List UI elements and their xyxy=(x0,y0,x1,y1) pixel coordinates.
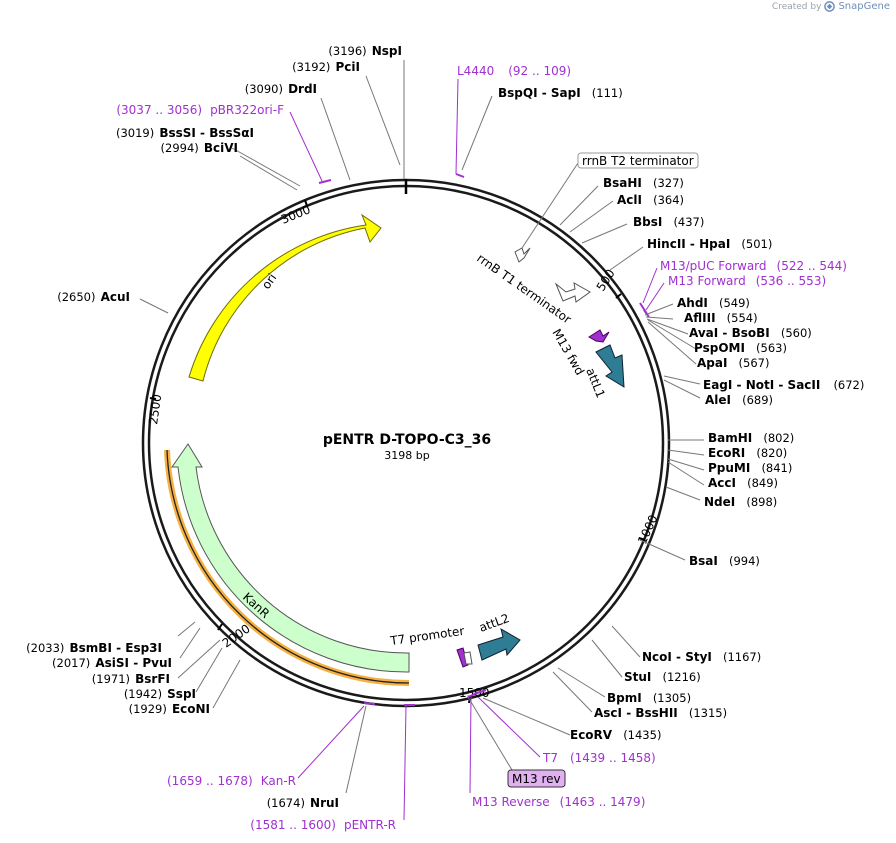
t7-promoter-terminus xyxy=(463,651,473,665)
m13fwd-mark xyxy=(643,309,650,318)
rrnb-t2-feature[interactable] xyxy=(514,247,531,263)
primer-kanr[interactable]: (1659 .. 1678)Kan-R xyxy=(167,774,296,788)
attl2-feature[interactable] xyxy=(477,627,521,661)
m13-rev-leader xyxy=(467,696,516,776)
site-econi[interactable]: (1929) EcoNI xyxy=(129,698,210,717)
site-apai[interactable]: ApaI (567) xyxy=(697,352,769,371)
site-bsssi[interactable]: (3019) BssSI - BssSαI xyxy=(116,122,254,141)
site-bsahi[interactable]: BsaHI (327) xyxy=(603,172,684,191)
attl2-label: attL2 xyxy=(477,611,511,635)
m13-fwd-feature[interactable] xyxy=(588,329,610,343)
m13rev-mark xyxy=(467,693,476,698)
site-bpmi[interactable]: BpmI (1305) xyxy=(607,687,691,706)
watermark-app: SnapGene xyxy=(838,1,890,12)
site-hincii[interactable]: HincII - HpaI (501) xyxy=(647,233,772,252)
plasmid-length: 3198 bp xyxy=(384,449,429,462)
site-pcii[interactable]: (3192) PciI xyxy=(292,56,360,75)
attl1-label: attL1 xyxy=(583,366,608,400)
site-bbsi[interactable]: BbsI (437) xyxy=(633,211,704,230)
primer-m13fwd[interactable]: M13 Forward(536 .. 553) xyxy=(668,274,826,288)
site-asisi[interactable]: (2017) AsiSI - PvuI xyxy=(52,652,172,671)
primer-marks xyxy=(318,173,650,706)
site-nrui[interactable]: (1674) NruI xyxy=(267,792,339,811)
snapgene-watermark: Created by SnapGene xyxy=(772,1,890,12)
ori-feature[interactable] xyxy=(188,213,382,382)
tick-3000 xyxy=(304,199,308,207)
m13-fwd-label: M13 fwd xyxy=(549,327,587,378)
primer-leaders xyxy=(289,78,665,821)
primer-l4440[interactable]: L4440(92 .. 109) xyxy=(457,64,571,78)
site-avai[interactable]: AvaI - BsoBI (560) xyxy=(689,322,812,341)
site-ndei[interactable]: NdeI (898) xyxy=(704,491,777,510)
tick-label-3000: 3000 xyxy=(279,202,313,226)
watermark-prefix: Created by xyxy=(771,1,822,12)
site-ppumi[interactable]: PpuMI (841) xyxy=(708,457,792,476)
kanr-region-outline xyxy=(164,449,410,686)
site-eagi[interactable]: EagI - NotI - SacII (672) xyxy=(703,374,864,393)
site-labels-left: (3196) NspI (3192) PciI (3090) DrdI (301… xyxy=(26,40,402,811)
plasmid-name: pENTR D-TOPO-C3_36 xyxy=(323,432,491,448)
site-bsmbi[interactable]: (2033) BsmBI - Esp3I xyxy=(26,637,162,656)
m13-rev-box[interactable]: M13 rev xyxy=(507,769,566,788)
site-acli[interactable]: AclI (364) xyxy=(617,189,684,208)
site-nspi[interactable]: (3196) NspI xyxy=(328,40,402,59)
site-acui[interactable]: (2650) AcuI xyxy=(57,286,130,305)
site-sspi[interactable]: (1942) SspI xyxy=(124,683,196,702)
rrnb-t2-leader xyxy=(521,162,579,249)
tick-500 xyxy=(615,293,622,299)
primer-m13puc[interactable]: M13/pUC Forward(522 .. 544) xyxy=(660,259,847,273)
rrnb-t2-label: rrnB T2 terminator xyxy=(582,154,694,168)
t7-promoter-label: T7 promoter xyxy=(388,624,465,648)
rrnb-t1-feature[interactable] xyxy=(554,282,591,303)
site-ecorv[interactable]: EcoRV (1435) xyxy=(570,724,661,743)
tick-label-2500: 2500 xyxy=(146,393,164,425)
site-bcivi[interactable]: (2994) BciVI xyxy=(161,137,238,156)
tick-2000 xyxy=(217,623,223,631)
tick-label-1000: 1000 xyxy=(635,513,661,547)
site-drdi[interactable]: (3090) DrdI xyxy=(245,78,317,97)
primer-m13rev[interactable]: M13 Reverse(1463 .. 1479) xyxy=(472,795,645,809)
kanr-primer-mark xyxy=(363,702,376,705)
site-leaders xyxy=(139,60,705,794)
site-bspqi[interactable]: BspQI - SapI (111) xyxy=(498,82,623,101)
primer-pentrr[interactable]: (1581 .. 1600)pENTR-R xyxy=(250,818,396,832)
site-asci[interactable]: AscI - BssHII (1315) xyxy=(594,702,727,721)
kanr-region-line xyxy=(166,449,410,684)
site-aflii[interactable]: AflIII (554) xyxy=(684,307,758,326)
snapgene-logo-icon xyxy=(824,1,836,12)
site-ahdi[interactable]: AhdI (549) xyxy=(677,292,750,311)
site-bsai[interactable]: BsaI (994) xyxy=(689,550,760,569)
tick-2500 xyxy=(149,397,157,400)
site-ncoi[interactable]: NcoI - StyI (1167) xyxy=(642,646,761,665)
m13-rev-label: M13 rev xyxy=(512,772,561,786)
tick-1000 xyxy=(638,537,646,541)
t7-mark xyxy=(473,689,487,695)
rrnb-t2-box[interactable]: rrnB T2 terminator xyxy=(577,152,699,169)
site-ecori[interactable]: EcoRI (820) xyxy=(708,442,787,461)
site-acci[interactable]: AccI (849) xyxy=(708,472,778,491)
site-bamhi[interactable]: BamHI (802) xyxy=(708,427,794,446)
primer-t7[interactable]: T7(1439 .. 1458) xyxy=(542,751,656,765)
site-alei[interactable]: AleI (689) xyxy=(705,389,773,408)
site-pspomi[interactable]: PspOMI (563) xyxy=(694,337,787,356)
site-bsrfi[interactable]: (1971) BsrFI xyxy=(92,668,170,687)
primer-labels: L4440(92 .. 109) (3037 .. 3056)pBR322ori… xyxy=(116,64,847,832)
site-labels-right: BspQI - SapI (111) BsaHI (327) AclI (364… xyxy=(498,82,864,743)
site-stui[interactable]: StuI (1216) xyxy=(624,666,701,685)
l4440-mark xyxy=(455,173,465,178)
kanr-feature[interactable] xyxy=(171,443,410,673)
attl1-feature[interactable] xyxy=(595,344,625,388)
pbr322ori-mark xyxy=(318,179,332,184)
primer-pbr322ori[interactable]: (3037 .. 3056)pBR322ori-F xyxy=(116,103,284,117)
